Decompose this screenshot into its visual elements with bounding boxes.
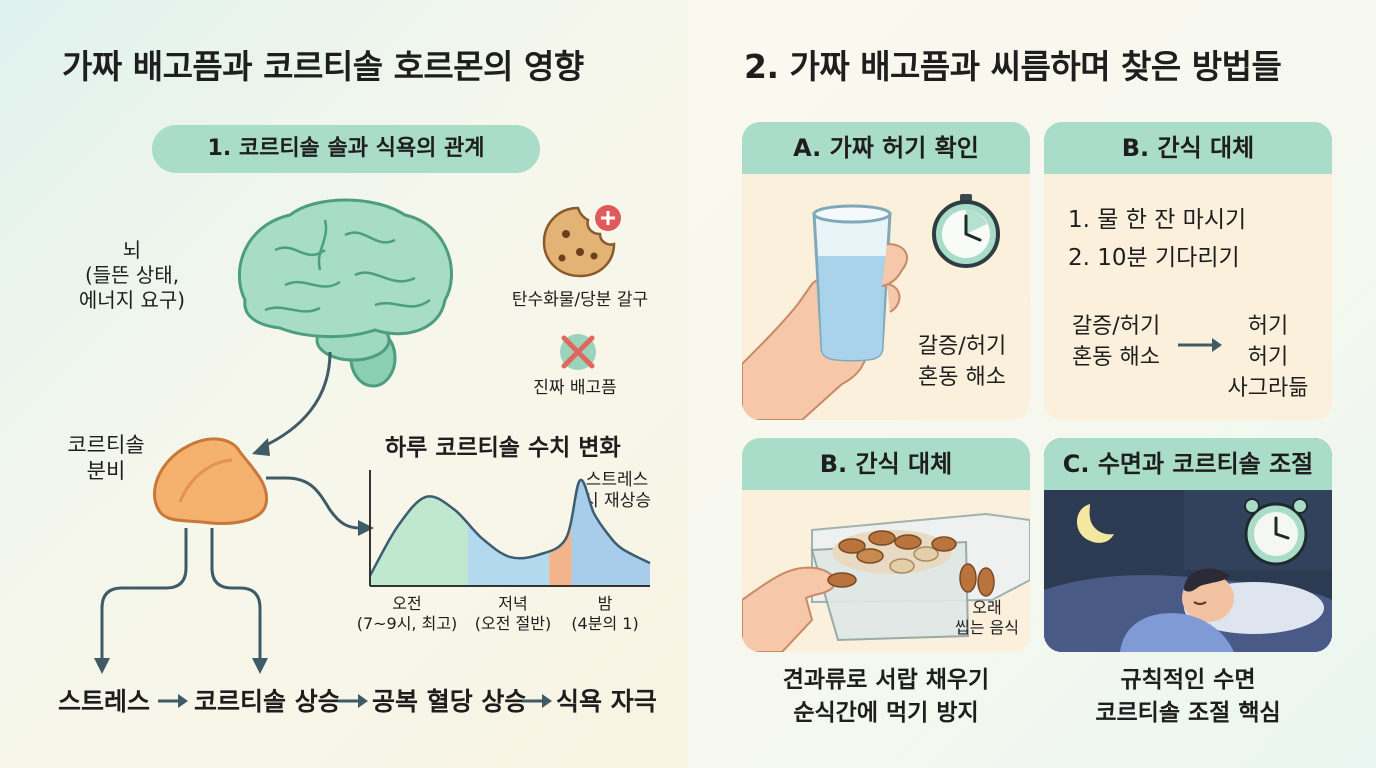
card-b1-to: 허기 허기 사그라듦 (1216, 312, 1320, 404)
left-title: 가짜 배고픔과 코르티솔 호르몬의 영향 (62, 47, 584, 86)
adrenal-gland-icon (153, 437, 269, 525)
card-b2-caption: 견과류로 서랍 채우기 순식간에 먹기 방지 (742, 664, 1030, 731)
flow-step-appetite: 식욕 자극 (556, 687, 657, 716)
card-b1-steps: 1. 물 한 잔 마시기 2. 10분 기다리기 (1068, 202, 1246, 278)
card-b2-inner-label-line1: 오래 (972, 598, 1002, 617)
card-b2-header: B. 간식 대체 (742, 438, 1030, 490)
chart-title: 하루 코르티솔 수치 변화 (385, 435, 621, 461)
x-band-label-night-main: 밤 (597, 594, 613, 613)
flow-step-cortisol-rise: 코르티솔 상승 (194, 687, 341, 716)
stress-annotation-line2: 시 재상승 (583, 491, 651, 512)
card-c-caption: 규칙적인 수면 코르티솔 조절 핵심 (1044, 664, 1332, 731)
card-a-header: A. 가짜 허기 확인 (742, 122, 1030, 174)
card-b1-from: 갈증/허기 혼동 해소 (1058, 312, 1174, 374)
card-b2-caption-line1: 견과류로 서랍 채우기 (782, 667, 990, 693)
card-a-text: 갈증/허기 혼동 해소 (892, 332, 1030, 394)
card-b2-caption-line2: 순식간에 먹기 방지 (793, 700, 979, 727)
flow-step-stress: 스트레스 (58, 687, 151, 716)
plus-icon (595, 205, 621, 231)
flow-arrow-icon (522, 694, 552, 708)
moon-icon (1076, 504, 1114, 543)
card-b1-to-line2: 허기 (1247, 344, 1289, 370)
card-sleep-cortisol: C. 수면과 코르티솔 조절 (1044, 438, 1332, 652)
card-a-text-line2: 혼동 해소 (918, 364, 1006, 390)
chart-band-morning (370, 479, 468, 586)
chart-band-night (571, 479, 650, 586)
alarm-clock-icon (1244, 498, 1308, 566)
card-b1-to-line1: 허기 (1247, 314, 1289, 339)
x-band-label-morning-sub: (7~9시, 최고) (356, 614, 458, 633)
card-c-caption-line1: 규칙적인 수면 (1120, 667, 1256, 693)
card-a-text-line1: 갈증/허기 (917, 334, 1007, 359)
x-band-label-evening-main: 저녁 (498, 594, 528, 613)
real-hunger-label: 진짜 배고픔 (533, 378, 617, 398)
chart-band-stress-peak (549, 479, 572, 586)
card-c-caption-line2: 코르티솔 조절 핵심 (1095, 700, 1281, 727)
flow-step-blood-sugar: 공복 혈당 상승 (372, 687, 528, 716)
card-b1-to-line3: 사그라듦 (1227, 375, 1309, 401)
chart-band-evening (468, 479, 550, 586)
brain-icon (237, 198, 453, 388)
brain-label: 뇌 (들뜬 상태, 에너지 요구) (72, 238, 192, 313)
brain-label-line1: 뇌 (122, 238, 142, 262)
nuts-drawer-icon (742, 512, 1030, 652)
craving-label: 탄수화물/당분 갈구 (511, 290, 649, 310)
section1-pill: 1. 코르티솔 솔과 식욕의 관계 (152, 125, 540, 173)
card-b1-from-line2: 혼동 해소 (1072, 344, 1160, 370)
cross-icon (560, 334, 596, 370)
card-b2-inner-label-line2: 씹는 음식 (955, 618, 1019, 637)
x-band-label-evening: 저녁 (오전 절반) (458, 594, 568, 634)
cortisol-chart (368, 470, 651, 587)
brain-label-line3: 에너지 요구) (78, 288, 186, 312)
brain-label-line2: (들뜬 상태, (84, 263, 180, 287)
x-band-label-night: 밤 (4분의 1) (560, 594, 650, 634)
cortisol-secretion-line1: 코르티솔 (67, 433, 145, 457)
arrow-right-icon (1178, 338, 1222, 352)
water-glass-icon (742, 204, 908, 420)
card-snack-replacement-steps: B. 간식 대체 1. 물 한 잔 마시기 2. 10분 기다리기 갈증/허기 … (1044, 122, 1332, 420)
right-title: 2. 가짜 배고픔과 씨름하며 찾은 방법들 (744, 47, 1282, 86)
cookie-icon (542, 205, 621, 278)
x-band-label-morning-main: 오전 (392, 594, 422, 613)
card-b2-inner-label: 오래 씹는 음식 (942, 598, 1030, 638)
cortisol-secretion-label: 코르티솔 분비 (56, 432, 156, 485)
card-b1-from-line1: 갈증/허기 (1071, 314, 1161, 339)
flow-arrow-icon (158, 694, 188, 708)
brain-to-gland-arrow (252, 351, 332, 456)
card-b1-step1: 1. 물 한 잔 마시기 (1068, 207, 1247, 233)
cortisol-curve-line (368, 478, 651, 577)
card-c-header: C. 수면과 코르티솔 조절 (1044, 438, 1332, 490)
card-b1-header: B. 간식 대체 (1044, 122, 1332, 174)
card-b1-step2: 2. 10분 기다리기 (1068, 244, 1240, 271)
stress-annotation-line1: 스트레스 (585, 470, 649, 490)
card-snack-replacement-nuts: B. 간식 대체 오래 씹는 음식 (742, 438, 1030, 652)
clock-icon (932, 194, 1000, 268)
cortisol-secretion-line2: 분비 (86, 459, 126, 484)
gland-output-arrows (94, 476, 374, 674)
stress-annotation: 스트레스 시 재상승 (572, 470, 662, 513)
x-band-label-morning: 오전 (7~9시, 최고) (352, 594, 462, 634)
x-band-label-night-sub: (4분의 1) (571, 614, 639, 633)
card-fake-hunger-check: A. 가짜 허기 확인 갈증/허기 혼동 해소 (742, 122, 1030, 420)
flow-arrow-icon (338, 694, 368, 708)
x-band-label-evening-sub: (오전 절반) (474, 614, 552, 633)
sleeping-person-icon (1044, 490, 1332, 652)
